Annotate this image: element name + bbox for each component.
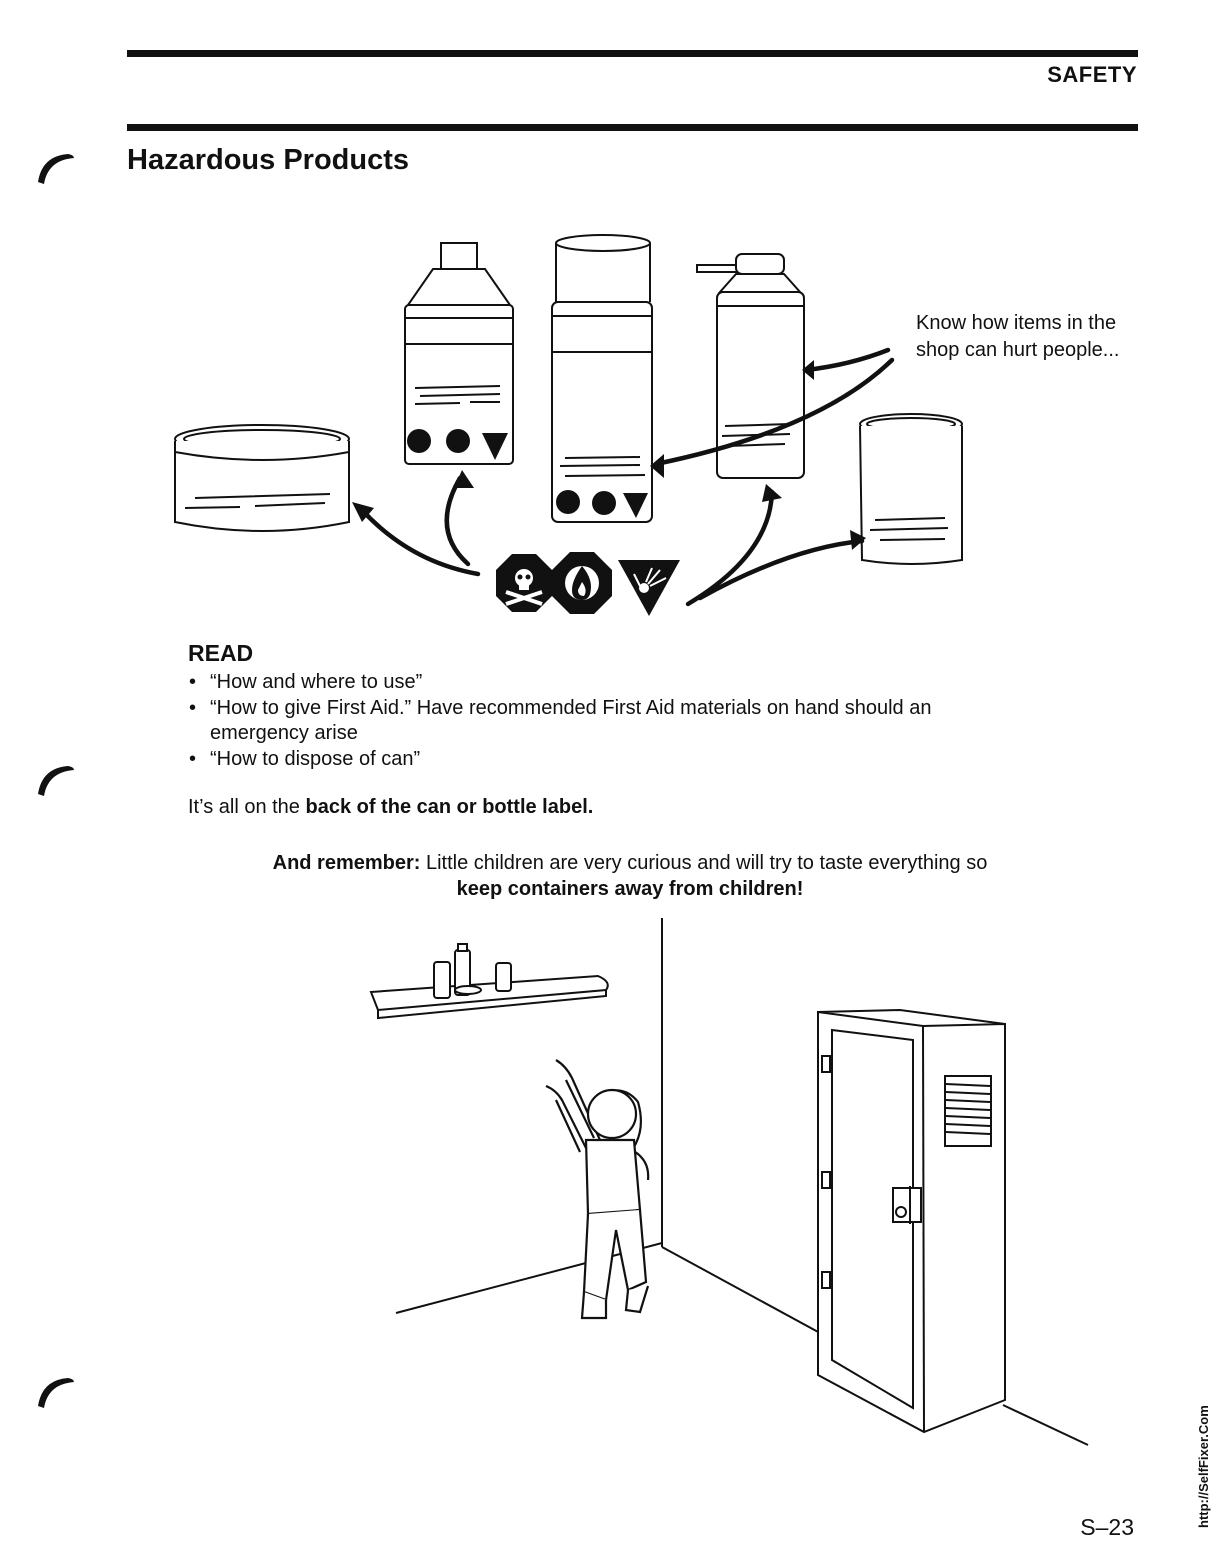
child-figure-icon (545, 1059, 650, 1320)
small-tin-icon (454, 985, 482, 995)
reminder-body: Little children are very curious and wil… (420, 852, 988, 874)
section-label: SAFETY (1047, 62, 1137, 87)
hazardous-containers-illustration (174, 234, 963, 616)
explosive-icon (618, 560, 680, 616)
reminder-text: And remember: Little children are very c… (260, 850, 1000, 902)
flat-tin-can-icon (174, 424, 350, 532)
list-item: “How to give First Aid.” Have recommende… (188, 696, 1028, 746)
reminder-bold: keep containers away from children! (456, 878, 804, 900)
header-rule-top (127, 50, 1138, 57)
shelf-icon (369, 974, 609, 1020)
poison-icon (496, 554, 552, 612)
label-location-bold: back of the can or bottle label. (305, 796, 594, 818)
padlock-icon (892, 1187, 922, 1223)
list-item: “How to dispose of can” (188, 747, 1028, 772)
small-can-icon (495, 962, 512, 992)
punch-hole-icon (38, 766, 74, 796)
callout-text: Know how items in the shop can hurt peop… (916, 312, 1120, 361)
page-number: S–23 (1080, 1514, 1134, 1540)
punch-hole-icon (38, 1378, 74, 1408)
punch-hole-icon (38, 154, 74, 184)
round-tin-can-icon (859, 413, 963, 565)
read-list: “How and where to use” “How to give Firs… (188, 670, 1028, 773)
list-item: “How and where to use” (188, 670, 1028, 695)
flammable-icon (552, 552, 612, 614)
cone-top-spray-can-icon (404, 242, 514, 465)
read-heading: READ (188, 640, 254, 666)
reminder-lead: And remember: (272, 852, 421, 874)
nozzle-aerosol-can-icon (696, 253, 805, 479)
label-location-text: It’s all on the back of the can or bottl… (188, 796, 593, 819)
label-location-prefix: It’s all on the (188, 796, 306, 818)
tall-aerosol-can-icon (551, 234, 653, 523)
side-url: http://SelfFixer.Com (1196, 1405, 1211, 1528)
header-rule-bottom (127, 124, 1138, 131)
small-can-icon (433, 961, 451, 999)
page-title: Hazardous Products (127, 144, 409, 176)
locked-cabinet-icon (817, 1008, 1006, 1434)
